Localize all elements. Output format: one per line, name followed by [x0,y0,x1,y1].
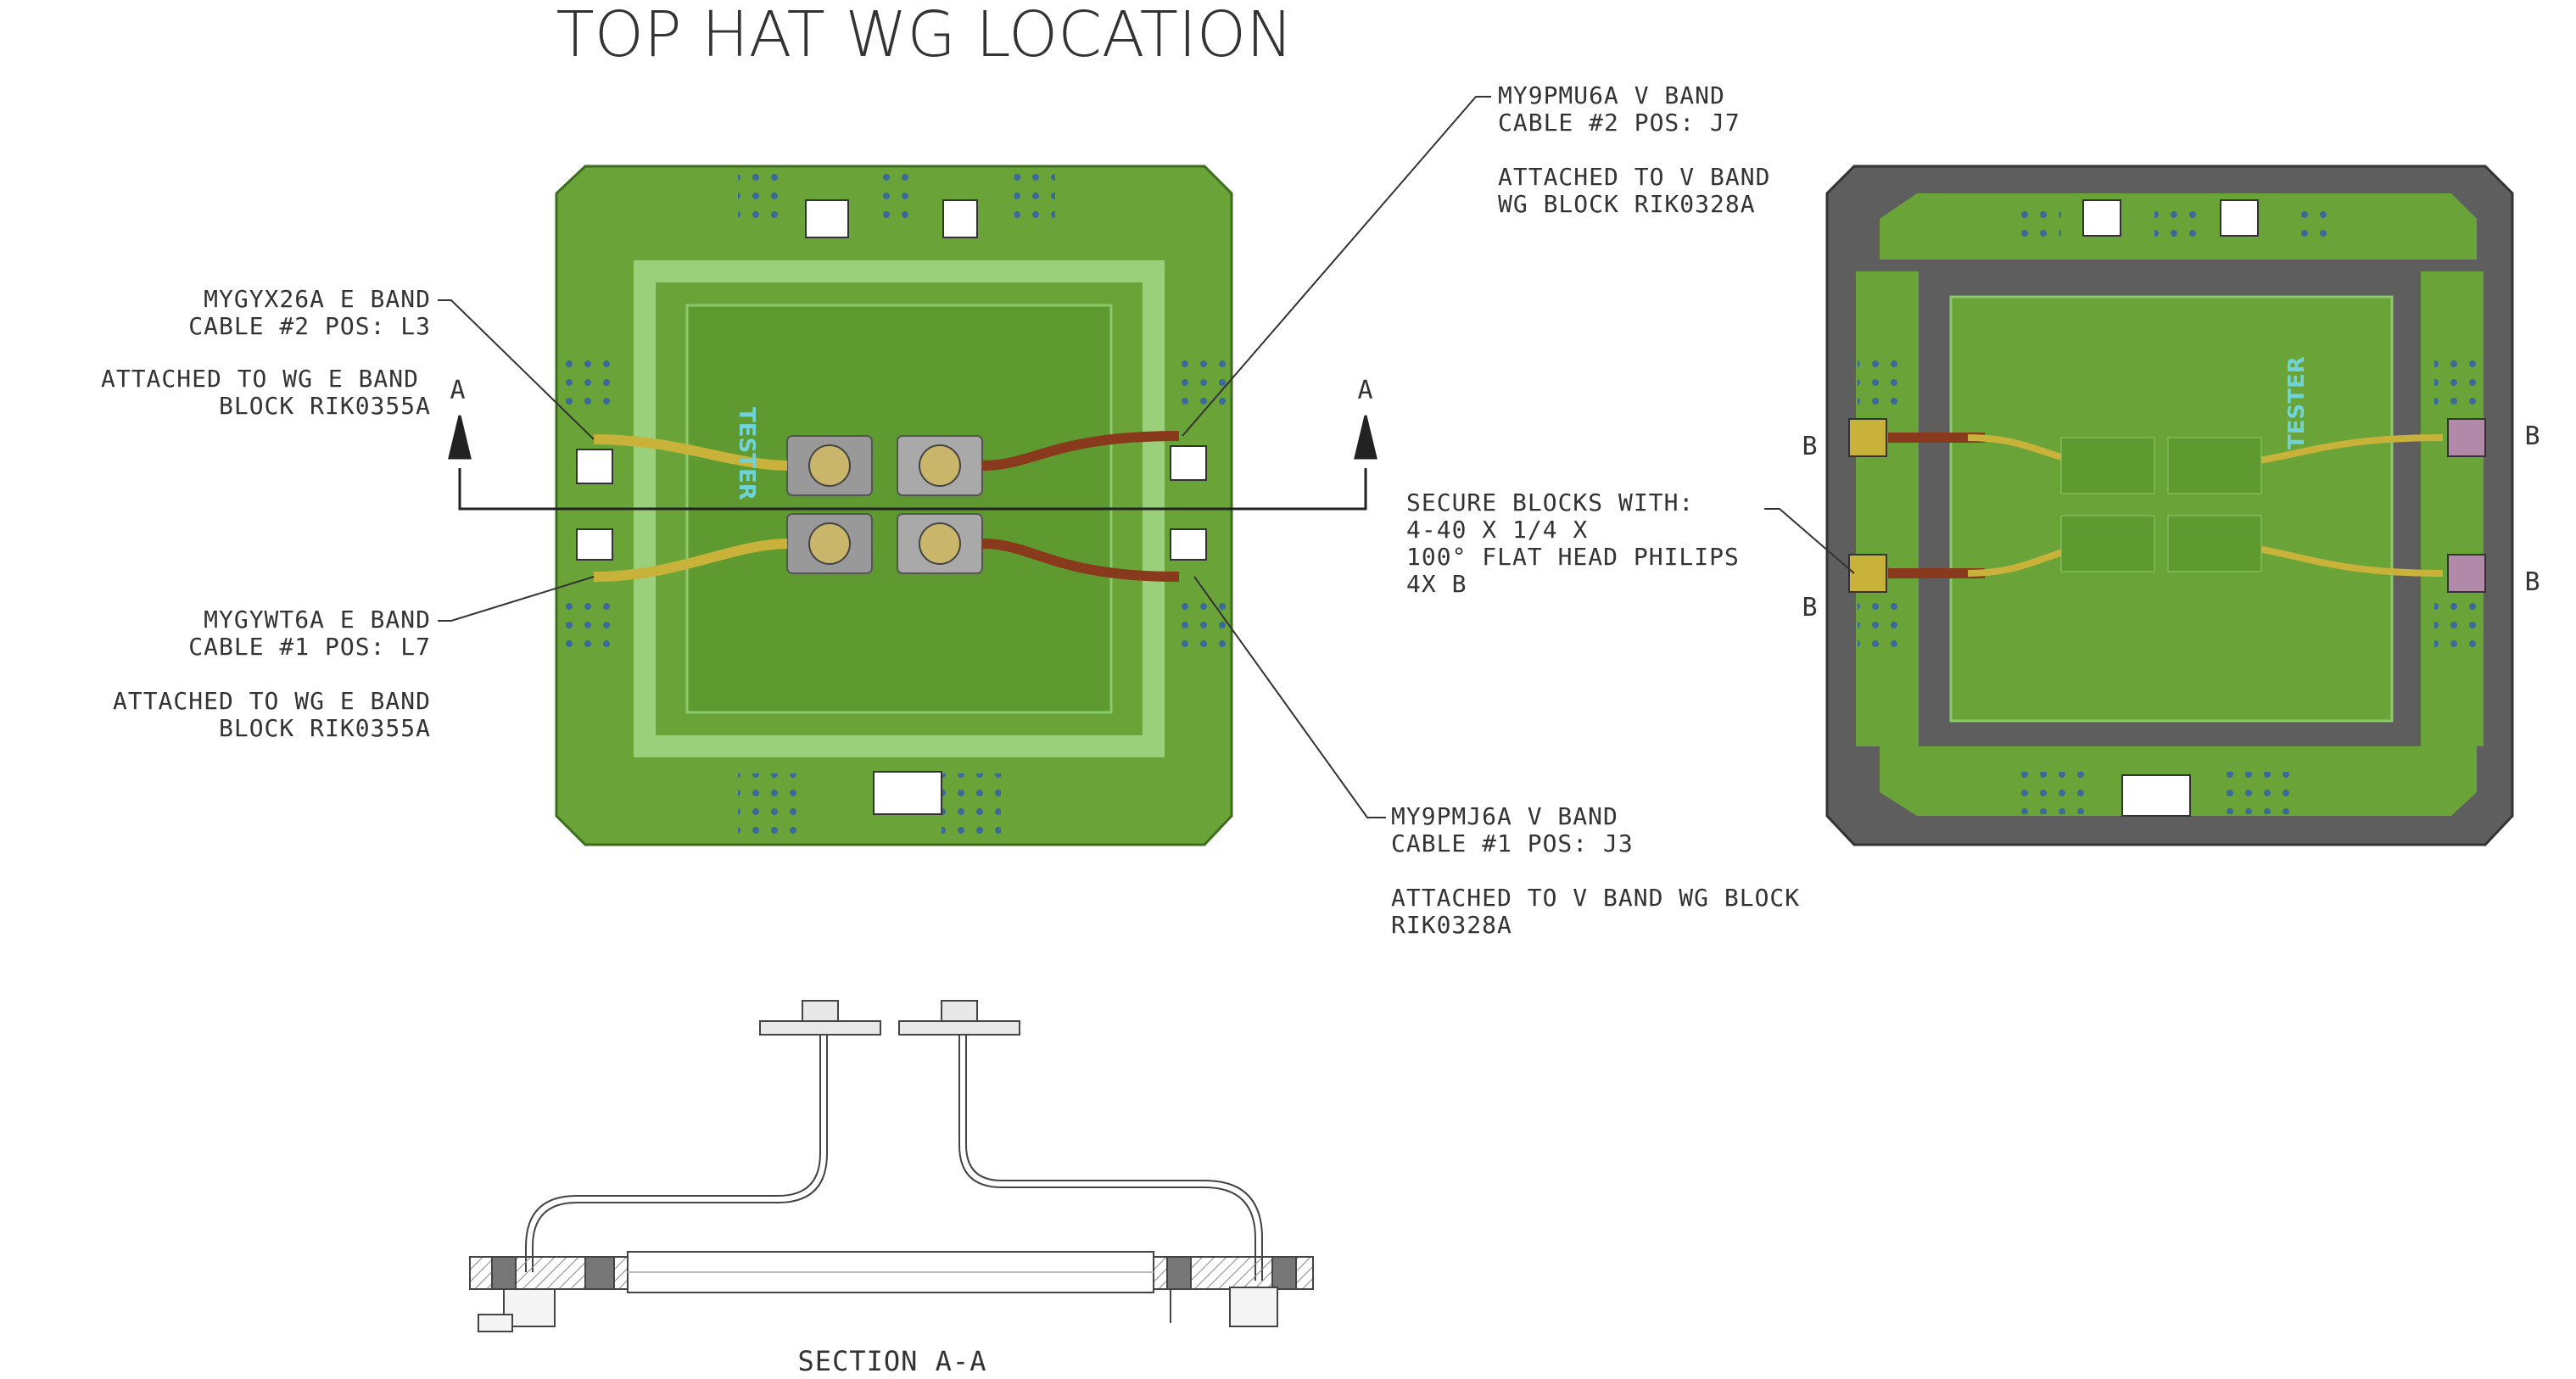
svg-text:ATTACHED TO V BAND WG BLOCK: ATTACHED TO V BAND WG BLOCK [1391,884,1800,912]
svg-text:CABLE #1 POS: L7: CABLE #1 POS: L7 [188,633,431,661]
leader-lines [438,96,1855,818]
callout-secure-blocks: SECURE BLOCKS WITH: 4-40 X 1/4 X 100° FL… [1406,489,1740,598]
drawing-title: TOP HAT WG LOCATION [556,0,1294,71]
callout-v-band-2: MY9PMU6A V BAND CABLE #2 POS: J7 ATTACHE… [1498,81,1770,218]
svg-text:CABLE #1 POS: J3: CABLE #1 POS: J3 [1391,829,1634,857]
svg-text:BLOCK RIK0355A: BLOCK RIK0355A [219,392,431,420]
detail-marker-b-3: B [2524,422,2540,451]
detail-marker-b-4: B [2524,567,2540,597]
svg-text:MYGYX26A E BAND: MYGYX26A E BAND [204,285,431,313]
detail-marker-b-1: B [1802,432,1818,461]
svg-text:SECURE BLOCKS WITH:: SECURE BLOCKS WITH: [1406,489,1694,516]
left-board: TESTER [555,165,1233,846]
svg-text:RIK0328A: RIK0328A [1391,911,1512,939]
callout-e-band-2: MYGYX26A E BAND CABLE #2 POS: L3 ATTACHE… [101,285,431,420]
section-marker-right: A [1357,376,1373,405]
svg-text:MY9PMU6A V BAND: MY9PMU6A V BAND [1498,81,1725,109]
svg-text:MYGYWT6A E BAND: MYGYWT6A E BAND [204,606,431,634]
svg-text:4-40 X 1/4 X: 4-40 X 1/4 X [1406,516,1588,544]
section-marker-left: A [450,376,466,405]
callout-e-band-1: MYGYWT6A E BAND CABLE #1 POS: L7 ATTACHE… [113,606,431,742]
section-view [469,1000,1314,1332]
left-board-tester-label: TESTER [734,407,759,500]
svg-text:WG BLOCK RIK0328A: WG BLOCK RIK0328A [1498,190,1756,218]
right-board: TESTER [1825,165,2514,846]
svg-text:ATTACHED TO WG E BAND: ATTACHED TO WG E BAND [101,365,419,393]
svg-text:CABLE #2 POS: J7: CABLE #2 POS: J7 [1498,109,1741,137]
svg-text:MY9PMJ6A V BAND: MY9PMJ6A V BAND [1391,802,1618,830]
detail-marker-b-2: B [1802,593,1818,623]
callout-v-band-1: MY9PMJ6A V BAND CABLE #1 POS: J3 ATTACHE… [1391,802,1800,939]
svg-text:CABLE #2 POS: L3: CABLE #2 POS: L3 [188,312,431,340]
svg-text:ATTACHED TO V BAND: ATTACHED TO V BAND [1498,163,1770,191]
svg-text:100° FLAT HEAD PHILIPS: 100° FLAT HEAD PHILIPS [1406,543,1740,571]
section-label: SECTION A-A [798,1345,987,1377]
section-cut-line [448,415,1377,511]
svg-text:BLOCK RIK0355A: BLOCK RIK0355A [219,714,431,742]
right-board-tester-label: TESTER [2284,356,2310,449]
svg-text:4X B: 4X B [1406,570,1467,598]
svg-text:ATTACHED TO WG E BAND: ATTACHED TO WG E BAND [113,687,431,715]
